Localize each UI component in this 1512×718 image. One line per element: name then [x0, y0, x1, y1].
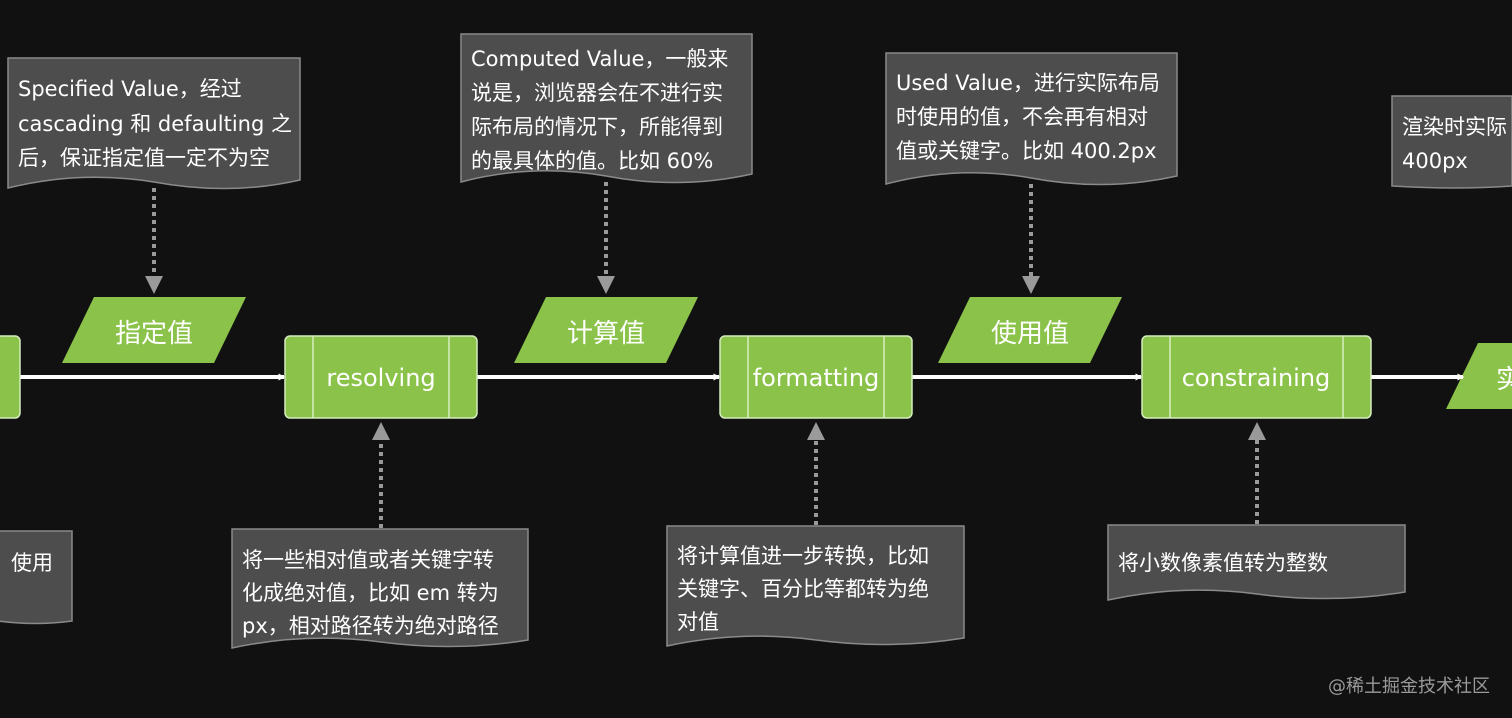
constraining-label: constraining [1182, 364, 1331, 392]
formatting-note-line-1: 将计算值进一步转换，比如 [677, 544, 929, 568]
resolving-note: 将一些相对值或者关键字转 化成绝对值，比如 em 转为 px，相对路径转为绝对路… [231, 528, 529, 649]
actual-note-line-2: 400px [1402, 149, 1468, 173]
used-value-shape: 使用值 [938, 297, 1122, 363]
specified-note-line-1: Specified Value，经过 [18, 77, 242, 101]
actual-value-shape: 实 [1446, 343, 1512, 409]
watermark: @稀土掘金技术社区 [1328, 676, 1490, 697]
dotted-arrow-resolving [372, 422, 390, 528]
dotted-arrow-formatting [807, 422, 825, 525]
constraining-process: constraining [1141, 335, 1372, 419]
used-note-line-3: 值或关键字。比如 400.2px [896, 139, 1157, 163]
computed-value-label: 计算值 [567, 319, 645, 349]
left-process-box [0, 335, 21, 419]
resolving-label: resolving [326, 364, 435, 392]
used-value-note: Used Value，进行实际布局 时使用的值，不会再有相对 值或关键字。比如 … [885, 52, 1178, 186]
constraining-note-line-1: 将小数像素值转为整数 [1118, 551, 1328, 575]
formatting-label: formatting [753, 364, 880, 392]
specified-value-shape: 指定值 [62, 297, 246, 363]
left-note-line-1: 使用 [11, 551, 53, 575]
formatting-process: formatting [719, 335, 913, 419]
computed-note-line-1: Computed Value，一般来 [471, 47, 728, 71]
computed-value-shape: 计算值 [514, 297, 698, 363]
resolving-note-line-3: px，相对路径转为绝对路径 [242, 614, 499, 638]
resolving-process: resolving [284, 335, 478, 419]
computed-value-note: Computed Value，一般来 说是，浏览器会在不进行实 际布局的情况下，… [460, 33, 753, 184]
used-value-label: 使用值 [991, 319, 1069, 349]
actual-note-line-1: 渲染时实际 [1402, 115, 1507, 139]
dotted-arrow-specified [145, 188, 163, 294]
computed-note-line-2: 说是，浏览器会在不进行实 [471, 81, 723, 105]
computed-note-line-4: 的最具体的值。比如 60% [471, 149, 713, 173]
formatting-note-line-3: 对值 [677, 610, 719, 634]
dotted-arrow-constraining [1248, 422, 1266, 524]
used-note-line-2: 时使用的值，不会再有相对 [896, 105, 1148, 129]
specified-value-label: 指定值 [115, 319, 193, 349]
specified-value-note: Specified Value，经过 cascading 和 defaultin… [7, 57, 301, 190]
dotted-arrow-used [1022, 184, 1040, 294]
used-note-line-1: Used Value，进行实际布局 [896, 71, 1160, 95]
formatting-note-line-2: 关键字、百分比等都转为绝 [677, 577, 929, 601]
actual-value-label: 实 [1496, 365, 1512, 395]
actual-value-note: 渲染时实际 400px [1391, 95, 1512, 189]
specified-note-line-2: cascading 和 defaulting 之 [18, 112, 292, 136]
left-use-note: 使用 [0, 530, 73, 625]
resolving-note-line-1: 将一些相对值或者关键字转 [242, 548, 494, 572]
constraining-note: 将小数像素值转为整数 [1107, 524, 1406, 601]
dotted-arrow-computed [597, 182, 615, 294]
formatting-note: 将计算值进一步转换，比如 关键字、百分比等都转为绝 对值 [666, 525, 965, 647]
computed-note-line-3: 际布局的情况下，所能得到 [471, 115, 723, 139]
specified-note-line-3: 后，保证指定值一定不为空 [18, 146, 270, 170]
resolving-note-line-2: 化成绝对值，比如 em 转为 [242, 581, 499, 605]
